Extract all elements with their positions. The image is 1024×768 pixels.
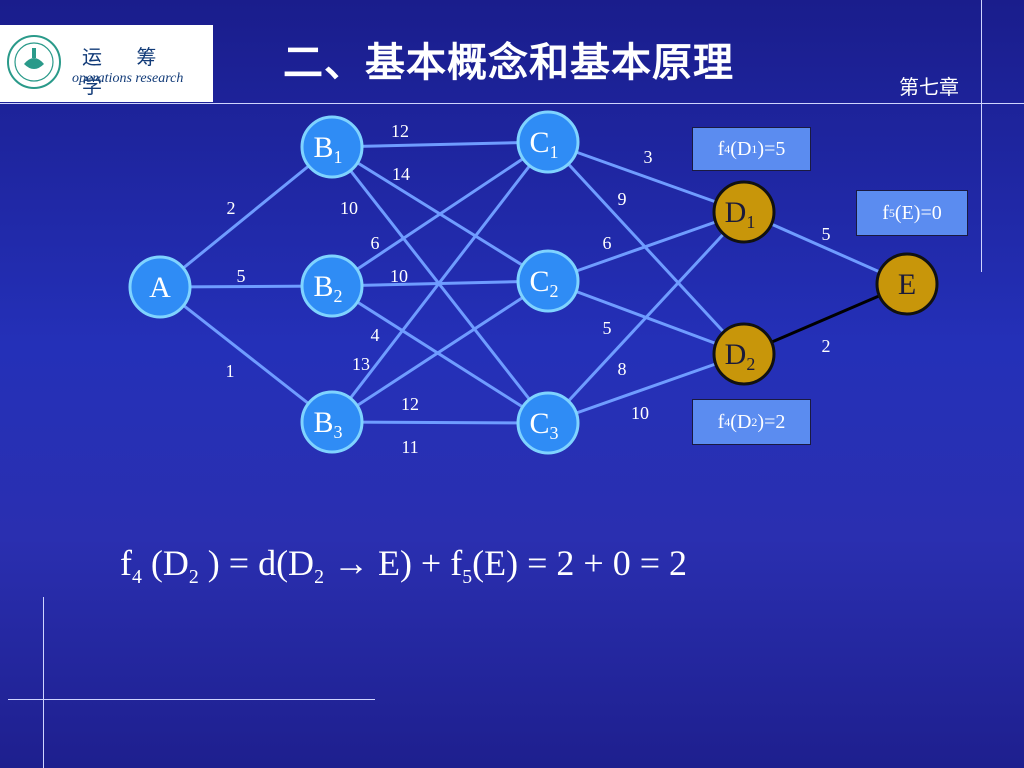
formula-open: (D bbox=[141, 543, 189, 583]
logo-english-text: operations research bbox=[72, 71, 184, 86]
edge-C3-D2 bbox=[547, 352, 745, 425]
edge-label-C2-D1: 6 bbox=[603, 233, 612, 253]
node-D2 bbox=[712, 322, 776, 386]
edge-label-B3-C3: 11 bbox=[401, 437, 418, 457]
node-A bbox=[128, 255, 192, 319]
edge-label-C2-D2: 5 bbox=[603, 318, 612, 338]
edge-label-B3-C1: 13 bbox=[352, 354, 370, 374]
edge-label-A-B1: 2 bbox=[227, 198, 236, 218]
node-sub-D1: 1 bbox=[746, 212, 755, 232]
node-B2 bbox=[300, 254, 364, 318]
node-sub-C3: 3 bbox=[550, 423, 559, 443]
f4-d1-arg: D bbox=[736, 137, 752, 160]
edge-label-B3-C2: 12 bbox=[401, 394, 419, 414]
edge-B3-C1 bbox=[330, 141, 550, 423]
edge-B2-C3 bbox=[331, 284, 549, 425]
node-sub-B3: 3 bbox=[334, 422, 343, 442]
edge-label-B2-C3: 4 bbox=[371, 325, 380, 345]
node-B1 bbox=[300, 115, 364, 179]
edge-label-B1-C1: 12 bbox=[391, 121, 409, 141]
edge-A-B3 bbox=[159, 285, 333, 424]
formula-dsub2: 2 bbox=[314, 566, 324, 589]
node-label-A: A bbox=[149, 271, 171, 304]
f5-e-value: =0 bbox=[920, 201, 942, 224]
logo-chinese-text: 运 筹 学 bbox=[82, 45, 171, 98]
f4-d2-arg: D bbox=[736, 410, 752, 433]
f4-d2-value: =2 bbox=[764, 410, 786, 433]
edge-label-C3-D1: 8 bbox=[618, 359, 627, 379]
f4-d2-fsub: 4 bbox=[724, 414, 731, 429]
edge-label-A-B2: 5 bbox=[237, 266, 246, 286]
formula-fsub: 4 bbox=[132, 566, 142, 589]
node-B3 bbox=[300, 390, 364, 454]
f4-d1-argsub: 1 bbox=[751, 141, 758, 156]
formula-fsub2: 5 bbox=[462, 566, 473, 589]
logo: 运 筹 学 operations research bbox=[0, 25, 213, 102]
node-E bbox=[875, 252, 939, 316]
formula-tail: (E) = 2 + 0 = 2 bbox=[472, 543, 687, 583]
edge-label-B1-C2: 14 bbox=[392, 164, 410, 184]
formula-f: f bbox=[120, 543, 132, 583]
edge-B3-C2 bbox=[331, 279, 549, 424]
edge-label-D2-E: 2 bbox=[822, 336, 831, 356]
bottom-left-vertical-line bbox=[43, 597, 44, 768]
f4-d2-f: f bbox=[717, 410, 725, 433]
university-seal-icon bbox=[7, 35, 61, 89]
f4-d1-value: =5 bbox=[764, 137, 786, 160]
edge-label-A-B3: 1 bbox=[226, 361, 235, 381]
bottom-left-horizontal-line bbox=[8, 699, 375, 700]
edge-label-C1-D1: 3 bbox=[644, 147, 653, 167]
edge-label-C3-D2: 10 bbox=[631, 403, 649, 423]
top-divider bbox=[0, 103, 1024, 104]
right-divider bbox=[981, 0, 982, 272]
node-sub-B2: 2 bbox=[334, 286, 343, 306]
chapter-label: 第七章 bbox=[899, 75, 959, 99]
edge-B2-C1 bbox=[331, 140, 549, 288]
f5-e-f: f bbox=[882, 201, 889, 224]
node-C1 bbox=[516, 110, 580, 174]
f5-e-arg: E bbox=[901, 201, 914, 224]
node-C2 bbox=[516, 249, 580, 313]
f4-d1-fsub: 4 bbox=[724, 141, 731, 156]
page-title: 二、基本概念和基本原理 bbox=[283, 40, 734, 86]
node-C3 bbox=[516, 391, 580, 455]
node-sub-C1: 1 bbox=[550, 142, 559, 162]
formula: f4 (D2 ) = d(D2 → E) + f5(E) = 2 + 0 = 2 bbox=[120, 542, 687, 589]
edge-label-C1-D2: 9 bbox=[618, 189, 627, 209]
edge-label-B1-C3: 10 bbox=[340, 198, 358, 218]
node-sub-B1: 1 bbox=[334, 147, 343, 167]
formula-arrow: → E) + f bbox=[323, 543, 463, 583]
node-sub-C2: 2 bbox=[550, 281, 559, 301]
node-label-E: E bbox=[898, 268, 916, 301]
f5-e-fsub: 5 bbox=[888, 205, 895, 220]
formula-dsub: 2 bbox=[188, 566, 199, 589]
edge-C2-D1 bbox=[547, 210, 745, 283]
edge-label-D1-E: 5 bbox=[822, 224, 831, 244]
f4-d2-argsub: 2 bbox=[751, 414, 758, 429]
edge-A-B1 bbox=[159, 145, 333, 289]
node-D1 bbox=[712, 180, 776, 244]
formula-mid: ) = d(D bbox=[198, 543, 315, 583]
node-sub-D2: 2 bbox=[746, 354, 755, 374]
f4-d1-f: f bbox=[717, 137, 725, 160]
edge-B3-C3 bbox=[331, 420, 549, 425]
edge-label-B2-C1: 6 bbox=[371, 233, 380, 253]
edge-B1-C1 bbox=[331, 140, 549, 149]
edge-C3-D1 bbox=[546, 210, 746, 425]
edge-C1-D1 bbox=[547, 140, 745, 214]
edge-label-B2-C2: 10 bbox=[390, 266, 408, 286]
